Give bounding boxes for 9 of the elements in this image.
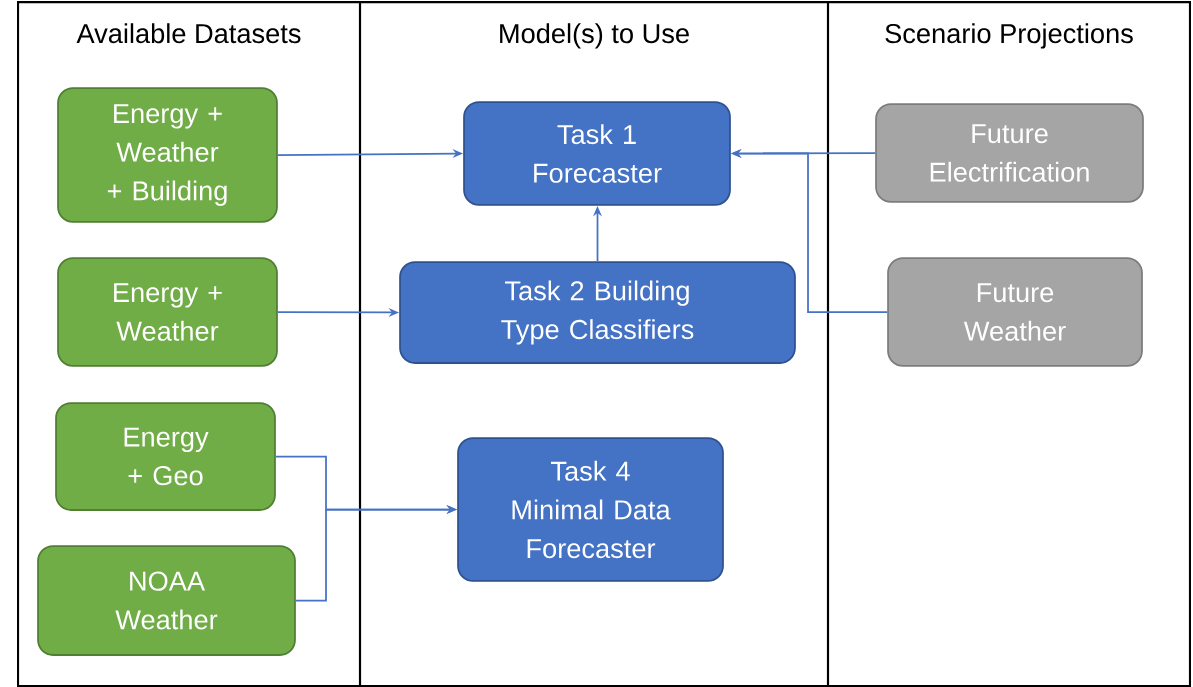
dataset-box: NOAA Weather <box>37 545 296 656</box>
dataset-box: Energy + Weather <box>57 257 278 367</box>
scenario-box: Future Electrification <box>875 103 1144 203</box>
model-box: Task 4 Minimal Data Forecaster <box>457 437 724 582</box>
scenario-box: Future Weather <box>887 257 1143 367</box>
dataset-box: Energy + Weather + Building <box>57 87 278 223</box>
model-box: Task 2 Building Type Classifiers <box>399 261 796 364</box>
dataset-box: Energy + Geo <box>55 402 276 511</box>
model-box: Task 1 Forecaster <box>463 101 731 206</box>
